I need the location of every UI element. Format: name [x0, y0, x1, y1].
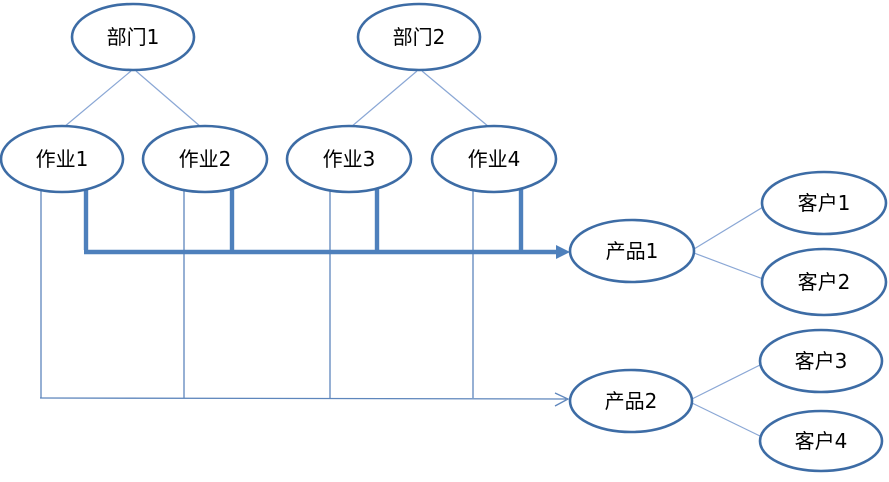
cust1-ellipse	[760, 170, 888, 236]
node-cust4: 客户4	[758, 409, 884, 473]
edge-dept2-act4	[421, 70, 490, 128]
node-cust2: 客户2	[760, 247, 888, 317]
node-act1: 作业1	[0, 124, 125, 194]
edge-dept2-act3	[350, 70, 418, 128]
act4-ellipse	[430, 124, 558, 194]
act2-ellipse	[141, 124, 269, 194]
node-dept1: 部门1	[70, 2, 196, 72]
node-prod2: 产品2	[568, 368, 694, 434]
dept2-ellipse	[356, 2, 482, 72]
prod1-ellipse	[568, 218, 696, 284]
dept1-ellipse	[70, 2, 196, 72]
prod2-ellipse	[568, 368, 694, 434]
edge-prod2-rail	[39, 397, 567, 400]
node-act2: 作业2	[141, 124, 269, 194]
cust2-ellipse	[760, 247, 888, 317]
prod2-label: 产品2	[605, 389, 658, 413]
act1-ellipse	[0, 124, 125, 194]
act4-label: 作业4	[468, 147, 521, 171]
edges-activity-to-prod2	[39, 190, 570, 407]
act2-label: 作业2	[179, 147, 232, 171]
edges-dept-to-activity	[63, 70, 490, 128]
edges-product-to-customer	[691, 206, 764, 438]
prod2-open-arrowhead-icon	[554, 392, 570, 407]
edge-prod2-cust3	[691, 363, 763, 400]
dept2-label: 部门2	[393, 25, 446, 49]
dept1-label: 部门1	[107, 25, 160, 49]
edge-prod1-cust2	[693, 252, 764, 280]
cust3-ellipse	[758, 328, 884, 394]
edge-prod2-cust4	[691, 402, 763, 438]
cust3-label: 客户3	[795, 349, 848, 373]
edge-prod1-cust1	[693, 206, 764, 250]
cust1-label: 客户1	[798, 191, 851, 215]
cust4-label: 客户4	[795, 429, 848, 453]
node-cust1: 客户1	[760, 170, 888, 236]
act3-label: 作业3	[323, 147, 376, 171]
edge-dept1-act1	[63, 70, 132, 128]
act3-ellipse	[285, 124, 413, 194]
act1-label: 作业1	[36, 147, 89, 171]
edges-activity-to-prod1	[83, 189, 570, 259]
cust4-ellipse	[758, 409, 884, 473]
prod1-solid-arrowhead-icon	[556, 245, 570, 259]
cust2-label: 客户2	[798, 270, 851, 294]
node-prod1: 产品1	[568, 218, 696, 284]
prod1-label: 产品1	[606, 239, 659, 263]
node-dept2: 部门2	[356, 2, 482, 72]
node-cust3: 客户3	[758, 328, 884, 394]
node-act4: 作业4	[430, 124, 558, 194]
edge-dept1-act2	[135, 70, 202, 128]
node-act3: 作业3	[285, 124, 413, 194]
